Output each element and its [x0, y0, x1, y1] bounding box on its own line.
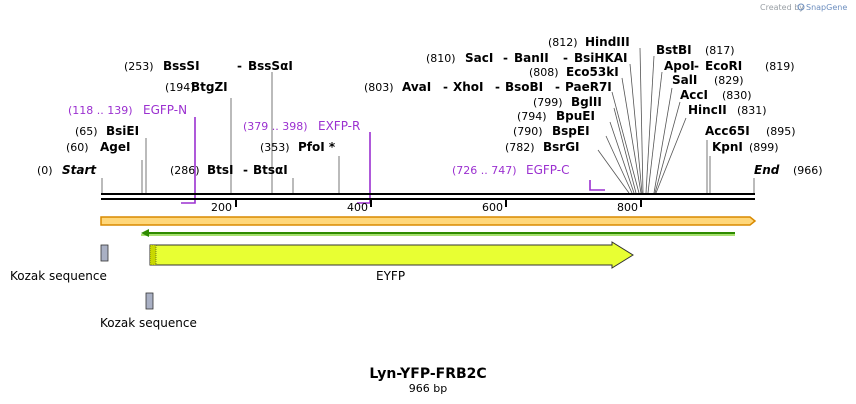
site-name: HincII: [688, 103, 727, 117]
site-name: BtgZI: [191, 80, 228, 94]
site-name: BglII: [571, 95, 602, 109]
feature-label: Kozak sequence: [100, 316, 197, 330]
separator: -: [694, 59, 699, 73]
site-name: HindIII: [585, 35, 630, 49]
site-name: XhoI: [453, 80, 484, 94]
site-pos: (253): [124, 60, 154, 73]
map-length: 966 bp: [409, 382, 447, 395]
site-pos: (808): [529, 66, 559, 79]
site-name: BssSI: [163, 59, 200, 73]
site-name: Eco53kI: [566, 65, 619, 79]
site-name: PfoI *: [298, 140, 336, 154]
site-pos: (794): [517, 110, 547, 123]
site-name: BsoBI: [505, 80, 543, 94]
sequence-backbone: [101, 193, 755, 200]
site-name: PaeR7I: [565, 80, 612, 94]
end-label: End: [754, 163, 780, 177]
site-pos: (799): [533, 96, 563, 109]
orf-reverse-arrowhead: [141, 229, 149, 237]
separator: -: [237, 59, 242, 73]
site-pos: (803): [364, 81, 394, 94]
separator: -: [563, 51, 568, 65]
site-pos: (831): [737, 104, 767, 117]
primer-range: (379 .. 398): [243, 120, 308, 133]
site-name: SacI: [465, 51, 493, 65]
site-name: SalI: [672, 73, 697, 87]
start-pos: (0): [37, 164, 53, 177]
watermark-prefix: Created by: [760, 3, 804, 12]
site-pos: (899): [749, 141, 779, 154]
site-pos: (782): [505, 141, 535, 154]
kozak-feature-box: [145, 292, 154, 310]
site-name: BsiHKAI: [574, 51, 628, 65]
orf-full-bar: [100, 216, 757, 226]
site-pos: (194): [165, 81, 195, 94]
primer-egfp-n-arrow: [181, 117, 196, 204]
site-pos: (819): [765, 60, 795, 73]
site-pos: (353): [260, 141, 290, 154]
primer-name: EXFP-R: [318, 119, 360, 133]
site-name: KpnI: [712, 140, 743, 154]
site-name: BstBI: [656, 43, 692, 57]
map-title: Lyn-YFP-FRB2C: [369, 366, 486, 382]
site-name: BsiEI: [106, 124, 139, 138]
primer-range: (726 .. 747): [452, 164, 517, 177]
site-leader-lines: [101, 47, 755, 194]
primer-range: (118 .. 139): [68, 104, 133, 117]
watermark-brand: SnapGene: [806, 3, 847, 12]
site-name: BspEI: [552, 124, 590, 138]
snapgene-logo-icon: [797, 3, 805, 11]
site-name: Acc65I: [705, 124, 750, 138]
site-name: BssSαI: [248, 59, 293, 73]
enzyme-labels: (60) AgeI (65) BsiEI (194) BtgZI (253) B…: [66, 35, 796, 177]
site-name: ApoI: [664, 59, 695, 73]
primer-exfp-r-arrow: [357, 132, 371, 204]
features: Kozak sequence EYFP Kozak sequence: [10, 241, 634, 330]
kozak-feature-box: [100, 244, 109, 262]
site-pos: (812): [548, 36, 578, 49]
primer-name: EGFP-N: [143, 103, 187, 117]
start-label: Start: [62, 163, 97, 177]
separator: -: [503, 51, 508, 65]
site-pos: (895): [766, 125, 796, 138]
separator: -: [555, 80, 560, 94]
site-pos: (810): [426, 52, 456, 65]
eyfp-start-marker: [149, 244, 157, 266]
site-name: BpuEI: [556, 109, 595, 123]
site-name: AvaI: [402, 80, 431, 94]
feature-label: EYFP: [376, 269, 405, 283]
site-name: BtsI: [207, 163, 234, 177]
site-pos: (60): [66, 141, 89, 154]
separator: -: [495, 80, 500, 94]
primer-egfp-c-arrow: [589, 180, 605, 191]
site-pos: (286): [170, 164, 200, 177]
site-name: EcoRI: [705, 59, 742, 73]
site-pos: (830): [722, 89, 752, 102]
site-pos: (817): [705, 44, 735, 57]
site-name: BtsαI: [253, 163, 288, 177]
site-name: BsrGI: [543, 140, 580, 154]
site-name: AccI: [680, 88, 708, 102]
site-pos: (790): [513, 125, 543, 138]
tick-label: 600: [482, 201, 503, 214]
separator: -: [443, 80, 448, 94]
eyfp-feature-arrow: [149, 241, 634, 269]
site-name: AgeI: [100, 140, 130, 154]
tick-label: 400: [347, 201, 368, 214]
ruler: 200 400 600 800: [211, 199, 642, 214]
separator: -: [243, 163, 248, 177]
primers: (118 .. 139) EGFP-N (379 .. 398) EXFP-R …: [68, 103, 605, 204]
feature-label: Kozak sequence: [10, 269, 107, 283]
site-pos: (829): [714, 74, 744, 87]
site-pos: (65): [75, 125, 98, 138]
tick-label: 200: [211, 201, 232, 214]
primer-name: EGFP-C: [526, 163, 569, 177]
end-pos: (966): [793, 164, 823, 177]
site-name: BanII: [514, 51, 549, 65]
tick-label: 800: [617, 201, 638, 214]
